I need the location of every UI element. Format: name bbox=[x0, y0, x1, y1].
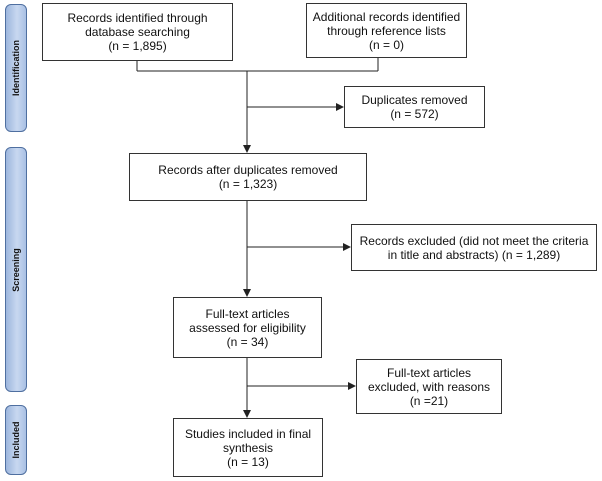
box-line: Records after duplicates removed bbox=[158, 163, 338, 177]
box-line: Duplicates removed bbox=[361, 93, 468, 107]
box-line: Records identified through bbox=[67, 11, 208, 25]
box-duplicates-removed: Duplicates removed (n = 572) bbox=[344, 86, 485, 128]
box-line: (n = 0) bbox=[368, 37, 404, 52]
box-line: Full-text articles bbox=[386, 365, 472, 380]
box-line: (n = 13) bbox=[227, 454, 269, 469]
box-line: Studies included in final bbox=[184, 426, 312, 441]
box-line: Full-text articles bbox=[205, 306, 290, 321]
stage-identification: Identification bbox=[5, 4, 27, 132]
box-line: Additional records identified bbox=[312, 9, 461, 24]
box-records-excluded: Records excluded (did not meet the crite… bbox=[351, 224, 597, 271]
box-after-duplicates: Records after duplicates removed (n = 1,… bbox=[129, 153, 367, 201]
box-line: (n = 572) bbox=[390, 107, 439, 121]
box-line: (n = 1,323) bbox=[218, 177, 278, 191]
box-line: Records excluded (did not meet the crite… bbox=[359, 233, 589, 248]
box-fulltext-assessed: Full-text articles assessed for eligibil… bbox=[173, 297, 322, 358]
box-line: excluded, with reasons bbox=[367, 379, 491, 394]
box-line: (n =21) bbox=[409, 393, 449, 408]
box-database-search: Records identified through database sear… bbox=[42, 3, 233, 61]
box-line: assessed for eligibility bbox=[189, 320, 306, 335]
box-included-studies: Studies included in final synthesis (n =… bbox=[173, 418, 323, 477]
box-line: synthesis bbox=[222, 440, 274, 455]
stage-screening: Screening bbox=[5, 147, 27, 392]
box-line: (n = 1,895) bbox=[108, 39, 167, 53]
box-reference-lists: Additional records identified through re… bbox=[306, 3, 467, 58]
box-line: database searching bbox=[85, 25, 190, 39]
box-fulltext-excluded: Full-text articles excluded, with reason… bbox=[356, 359, 502, 414]
box-line: (n = 34) bbox=[226, 334, 269, 349]
box-line: through reference lists bbox=[327, 23, 446, 38]
box-line: in title and abstracts) (n = 1,289) bbox=[387, 247, 561, 262]
stage-included: Included bbox=[5, 405, 27, 475]
